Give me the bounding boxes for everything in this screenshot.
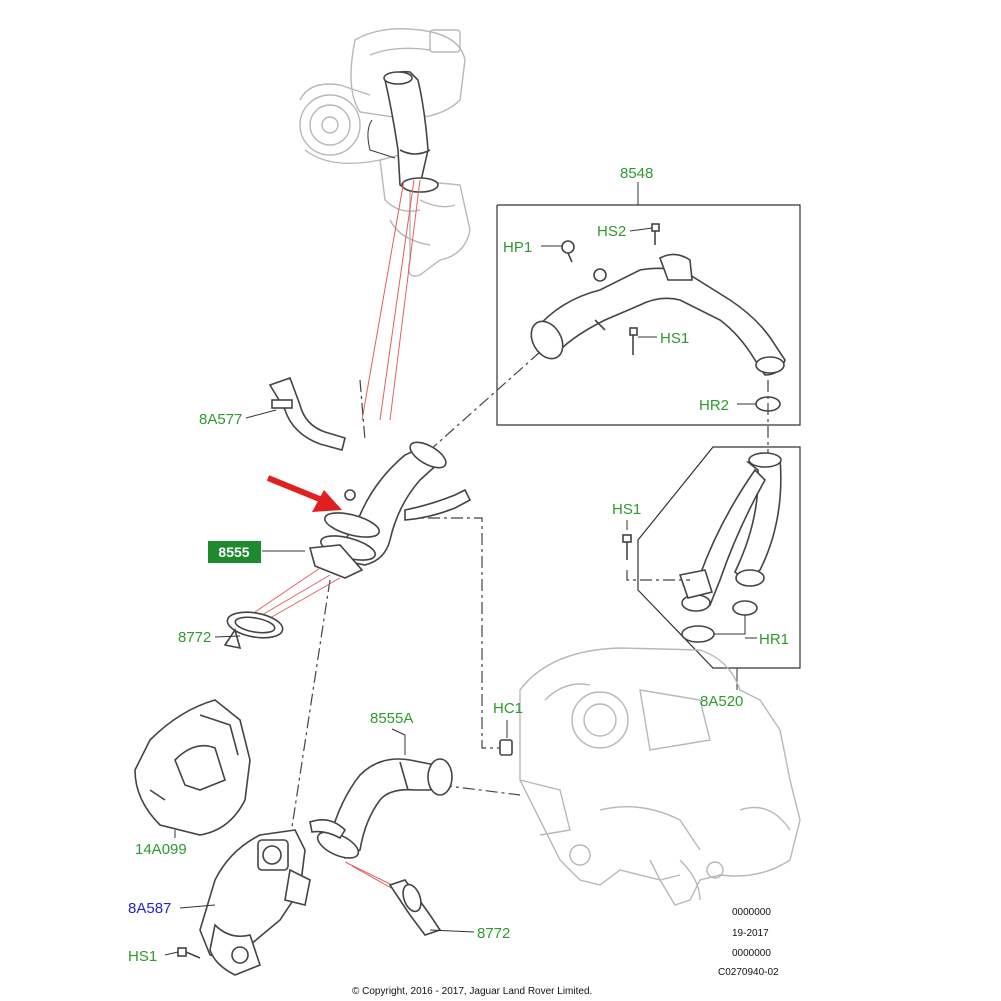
label-hs1-top: HS1 <box>660 330 689 347</box>
label-hs2: HS2 <box>597 223 626 240</box>
projection-lines-middle <box>254 567 341 619</box>
highlighted-hose-8555 <box>308 441 472 579</box>
label-8548: 8548 <box>620 165 653 182</box>
engine-block-ghost <box>519 647 801 906</box>
heat-shield-14a099 <box>134 699 251 838</box>
copyright-notice: © Copyright, 2016 - 2017, Jaguar Land Ro… <box>352 986 592 997</box>
bolt-hs2 <box>651 223 660 245</box>
bolt-hs1-right <box>622 520 690 581</box>
label-hs1-right: HS1 <box>612 501 641 518</box>
bolt-hs1-top <box>629 327 638 355</box>
coolant-pipe-8548 <box>530 253 786 376</box>
highlight-arrow <box>266 475 342 512</box>
drawing-reference-codes: 0000000 19-2017 0000000 C0270940-02 <box>718 907 779 978</box>
label-8a520: 8A520 <box>700 693 743 710</box>
assembly-flow-lines <box>289 351 769 841</box>
label-hc1: HC1 <box>493 700 523 717</box>
label-hs1-bottom: HS1 <box>128 948 157 965</box>
turbocharger-ghost <box>299 28 471 277</box>
label-8555a: 8555A <box>370 710 413 727</box>
turbo-outlet-hose <box>367 70 439 193</box>
label-8a587: 8A587 <box>128 900 171 917</box>
label-14a099: 14A099 <box>135 841 187 858</box>
bolt-hs1-bottom <box>164 947 201 959</box>
ref-code-line-2: 19-2017 <box>732 928 769 939</box>
label-8a577: 8A577 <box>199 411 242 428</box>
housing-8a587 <box>179 829 311 976</box>
label-hp1: HP1 <box>503 239 532 256</box>
pipe-8a577 <box>245 376 346 451</box>
assembly-box-8548 <box>496 182 801 426</box>
label-8555-highlight: 8555 <box>208 541 305 563</box>
label-hr1: HR1 <box>759 631 789 648</box>
ref-code-line-4: C0270940-02 <box>718 967 779 978</box>
ref-code-line-3: 0000000 <box>732 948 771 959</box>
label-hr2: HR2 <box>699 397 729 414</box>
assembly-box-8a520 <box>637 446 801 690</box>
coolant-pipe-8a520 <box>678 452 782 612</box>
clip-hc1 <box>499 720 513 756</box>
bolt-hp1 <box>561 240 575 263</box>
leaders-box-8548 <box>541 227 756 405</box>
seals-hr1 <box>681 600 758 643</box>
label-8772-lower: 8772 <box>477 925 510 942</box>
label-8555: 8555 <box>218 544 249 560</box>
hose-8555a <box>309 728 453 860</box>
label-8772-upper: 8772 <box>178 629 211 646</box>
ref-code-line-1: 0000000 <box>732 907 771 918</box>
clip-8772-upper <box>214 611 284 650</box>
clip-8772-lower <box>388 879 475 936</box>
projection-lines-lower <box>344 861 396 891</box>
projection-lines-upper <box>361 179 421 421</box>
